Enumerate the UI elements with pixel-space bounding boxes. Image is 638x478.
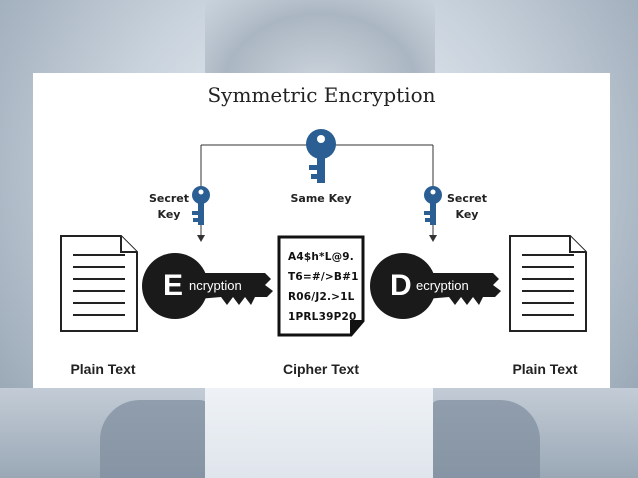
same-key-label: Same Key: [290, 192, 352, 205]
decryption-initial: D: [390, 269, 412, 302]
right-secret-key-icon: [424, 186, 442, 225]
cipher-text-document-icon: [277, 235, 365, 337]
left-secret-key-icon: [192, 186, 210, 225]
plain-text-right-label: Plain Text: [512, 361, 578, 377]
diagram-panel: Symmetric Encryption: [33, 73, 610, 388]
plain-text-left-label: Plain Text: [70, 361, 136, 377]
plain-text-document-right-icon: [509, 235, 587, 332]
left-arrow-head: [197, 235, 205, 242]
cipher-line-3: R06/J2.>1L: [288, 291, 355, 303]
diagram-graphics: [60, 129, 587, 337]
cipher-line-4: 1PRL39P20: [288, 311, 357, 323]
same-key-icon: [306, 129, 336, 183]
cipher-line-2: T6=#/>B#1: [288, 271, 359, 283]
cipher-line-1: A4$h*L@9.: [288, 251, 354, 263]
decryption-word: ecryption: [416, 278, 469, 293]
cipher-text-label: Cipher Text: [283, 361, 359, 377]
encryption-initial: E: [163, 269, 184, 302]
encryption-key-badge: [142, 253, 273, 319]
plain-text-document-left-icon: [60, 235, 138, 332]
background-arm-left: [100, 400, 210, 478]
encryption-word: ncryption: [189, 278, 242, 293]
secret-key-left-label: Secret Key: [148, 192, 190, 221]
decryption-key-badge: [370, 253, 501, 319]
right-arrow-head: [429, 235, 437, 242]
diagram-title: Symmetric Encryption: [207, 83, 436, 107]
background-laptop: [205, 388, 433, 478]
secret-key-right-label: Secret Key: [446, 192, 488, 221]
background-arm-right: [430, 400, 540, 478]
